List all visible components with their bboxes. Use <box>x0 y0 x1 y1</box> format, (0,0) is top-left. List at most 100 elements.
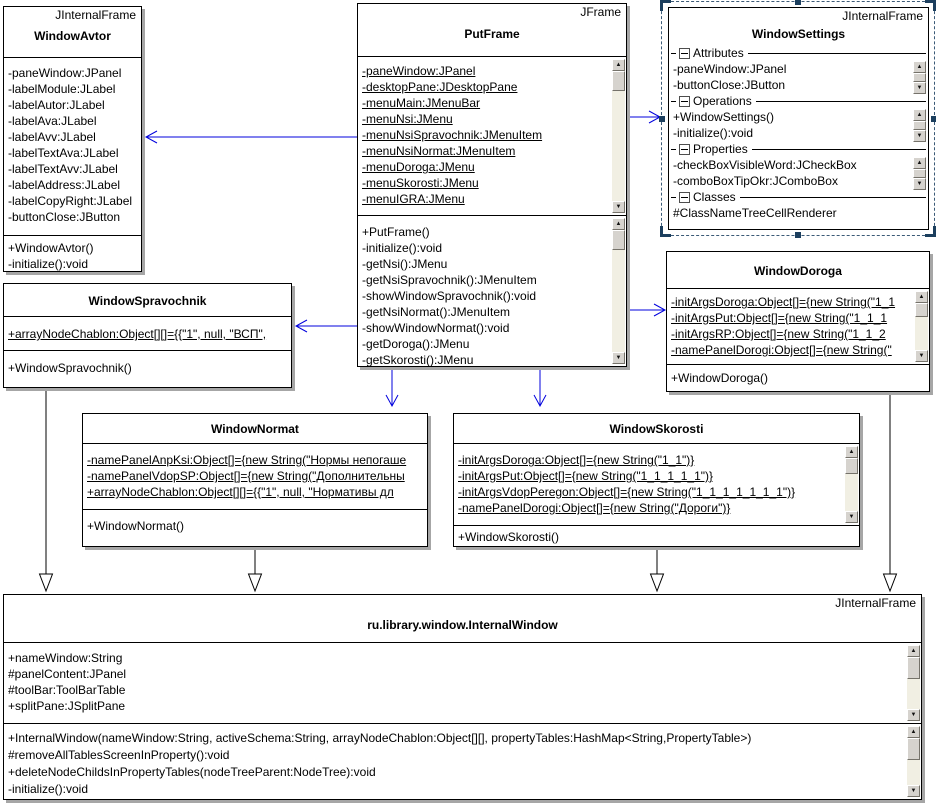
attributes-section: +arrayNodeChablon:Object[][]={{"1", null… <box>4 316 291 350</box>
scroll-down-button[interactable]: ▼ <box>913 178 926 190</box>
attribute-row: -menuNsiSpravochnik:JMenuItem <box>362 128 543 142</box>
operation-row: +WindowSettings() <box>673 110 775 124</box>
selection-handle[interactable] <box>795 232 801 238</box>
scroll-up-button[interactable]: ▲ <box>913 157 926 169</box>
collapse-icon[interactable] <box>679 143 690 155</box>
operation-row: +WindowSpravochnik() <box>8 361 132 375</box>
scroll-down-button[interactable]: ▼ <box>845 511 858 523</box>
scrollbar[interactable]: ▲ ▼ <box>915 291 928 362</box>
scroll-up-button[interactable]: ▲ <box>845 446 858 458</box>
scrollbar-track[interactable] <box>907 760 920 785</box>
operation-row: +InternalWindow(nameWindow:String, activ… <box>8 731 752 745</box>
generalization-windowspravochnik-to-internalwindow[interactable] <box>38 388 54 593</box>
group-header-attributes[interactable]: Attributes <box>669 45 928 61</box>
scroll-up-button[interactable]: ▲ <box>907 726 920 738</box>
association-putframe-to-windowavtor[interactable] <box>144 130 357 144</box>
scroll-down-button[interactable]: ▼ <box>612 352 625 364</box>
scroll-up-button[interactable]: ▲ <box>612 218 625 230</box>
scrollbar[interactable]: ▲ ▼ <box>612 218 625 364</box>
scrollbar-thumb[interactable] <box>907 657 920 679</box>
scrollbar[interactable]: ▲ ▼ <box>907 726 920 797</box>
collapse-icon[interactable] <box>679 191 690 203</box>
class-name: WindowSkorosti <box>609 422 704 436</box>
group-header-classes[interactable]: Classes <box>669 189 928 205</box>
scroll-up-button[interactable]: ▲ <box>915 291 928 303</box>
selection-handle[interactable] <box>925 226 936 237</box>
selection-handle[interactable] <box>660 226 671 237</box>
scroll-up-button[interactable]: ▲ <box>913 61 926 73</box>
generalization-windowdoroga-to-internalwindow[interactable] <box>882 392 898 593</box>
scrollbar-thumb[interactable] <box>913 73 926 82</box>
scroll-down-button[interactable]: ▼ <box>907 785 920 797</box>
association-putframe-to-windownormat[interactable] <box>385 368 399 408</box>
association-putframe-to-windowdoroga[interactable] <box>628 303 667 317</box>
scroll-up-button[interactable]: ▲ <box>612 59 625 71</box>
class-box-windownormat[interactable]: WindowNormat -namePanelAnpKsi:Object[]={… <box>82 413 428 547</box>
group-header-properties[interactable]: Properties <box>669 141 928 157</box>
class-box-windowskorosti[interactable]: WindowSkorosti -initArgsDoroga:Object[]=… <box>453 413 860 547</box>
scroll-up-button[interactable]: ▲ <box>913 109 926 121</box>
class-header: WindowNormat <box>83 414 427 443</box>
association-putframe-to-windowskorosti[interactable] <box>533 368 547 408</box>
generalization-arrowhead-icon <box>882 573 898 593</box>
scrollbar[interactable]: ▲ ▼ <box>612 59 625 213</box>
scrollbar[interactable]: ▲ ▼ <box>845 446 858 523</box>
scroll-up-button[interactable]: ▲ <box>907 645 920 657</box>
group-header-operations[interactable]: Operations <box>669 93 928 109</box>
selection-handle[interactable] <box>795 0 801 5</box>
scrollbar[interactable]: ▲ ▼ <box>913 157 926 190</box>
collapse-icon[interactable] <box>679 47 690 59</box>
scrollbar-thumb[interactable] <box>915 303 928 317</box>
scroll-down-button[interactable]: ▼ <box>915 350 928 362</box>
scrollbar-thumb[interactable] <box>845 458 858 474</box>
scrollbar-track[interactable] <box>907 679 920 709</box>
class-box-windowdoroga[interactable]: WindowDoroga -initArgsDoroga:Object[]={n… <box>666 251 930 392</box>
association-putframe-to-windowspravochnik[interactable] <box>294 319 357 333</box>
scrollbar-thumb[interactable] <box>907 738 920 760</box>
scrollbar-track[interactable] <box>612 250 625 352</box>
operations-section: +InternalWindow(nameWindow:String, activ… <box>4 723 921 799</box>
group-items: -checkBoxVisibleWord:JCheckBox -comboBox… <box>669 157 928 190</box>
attribute-row: -labelAddress:JLabel <box>8 178 121 192</box>
attribute-row: -labelTextAvv:JLabel <box>8 162 118 176</box>
generalization-windowskorosti-to-internalwindow[interactable] <box>649 547 665 593</box>
scrollbar-thumb[interactable] <box>612 230 625 250</box>
generalization-windownormat-to-internalwindow[interactable] <box>247 547 263 593</box>
selection-handle[interactable] <box>931 115 936 122</box>
selection-handle[interactable] <box>925 0 936 11</box>
scrollbar-track[interactable] <box>612 91 625 201</box>
scroll-down-button[interactable]: ▼ <box>913 130 926 142</box>
operation-row: +WindowSkorosti() <box>458 530 560 544</box>
scroll-down-button[interactable]: ▼ <box>612 201 625 213</box>
scroll-down-button[interactable]: ▼ <box>913 82 926 94</box>
collapse-icon[interactable] <box>679 95 690 107</box>
scrollbar[interactable]: ▲ ▼ <box>907 645 920 721</box>
operations-section: +PutFrame() -initialize():void -getNsi()… <box>358 215 626 366</box>
class-box-windowsettings[interactable]: JInternalFrame WindowSettings Attributes… <box>668 7 929 230</box>
selection-handle[interactable] <box>659 115 665 122</box>
scrollbar-thumb[interactable] <box>612 71 625 91</box>
scroll-down-button[interactable]: ▼ <box>907 709 920 721</box>
operation-row: -getNsiNormat():JMenuItem <box>362 305 511 319</box>
class-header: WindowSkorosti <box>454 414 859 443</box>
association-putframe-to-windowsettings[interactable] <box>628 110 662 124</box>
class-box-putframe[interactable]: JFrame PutFrame -paneWindow:JPanel -desk… <box>357 3 627 367</box>
scrollbar-thumb[interactable] <box>913 121 926 130</box>
attribute-row: -desktopPane:JDesktopPane <box>362 80 518 94</box>
class-name: WindowSpravochnik <box>88 294 207 308</box>
scrollbar[interactable]: ▲ ▼ <box>913 61 926 94</box>
operation-row: -initialize():void <box>362 241 443 255</box>
selection-handle[interactable] <box>660 0 671 11</box>
scrollbar-track[interactable] <box>845 474 858 511</box>
class-box-internalwindow[interactable]: JInternalFrame ru.library.window.Interna… <box>3 594 922 800</box>
scrollbar[interactable]: ▲ ▼ <box>913 109 926 142</box>
property-row: -comboBoxTipOkr:JComboBox <box>673 174 838 188</box>
class-box-windowspravochnik[interactable]: WindowSpravochnik +arrayNodeChablon:Obje… <box>3 283 292 388</box>
class-box-windowavtor[interactable]: JInternalFrame WindowAvtor -paneWindow:J… <box>3 6 142 272</box>
scrollbar-thumb[interactable] <box>913 169 926 178</box>
class-name: WindowAvtor <box>34 29 111 43</box>
scrollbar-track[interactable] <box>915 317 928 350</box>
attribute-row: -namePanelDorogi:Object[]={new String("Д… <box>458 501 731 515</box>
